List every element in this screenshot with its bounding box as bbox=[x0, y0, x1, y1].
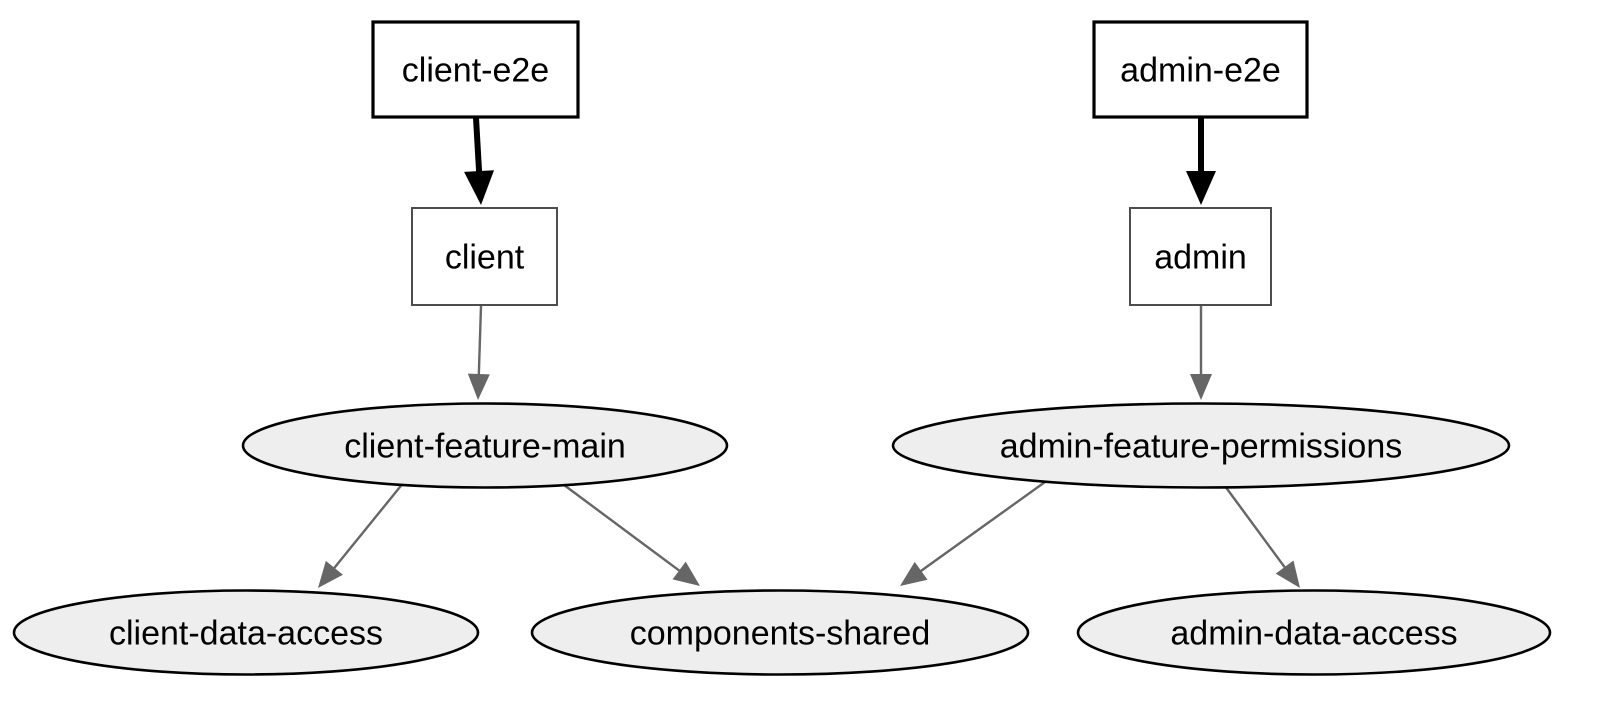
node-components-shared-ellipse bbox=[530, 589, 1030, 676]
edge-admin-to-admin-feature-permissions[interactable] bbox=[1190, 306, 1212, 400]
node-client-rect bbox=[411, 207, 558, 306]
node-client-feature-main-ellipse bbox=[241, 402, 729, 489]
node-admin-rect bbox=[1129, 207, 1272, 306]
edge-admin-feature-permissions-to-components-shared[interactable] bbox=[900, 481, 1046, 586]
edge-client-e2e-to-client-arrowhead-icon bbox=[464, 170, 495, 205]
node-admin-data-access-ellipse bbox=[1076, 589, 1552, 676]
edge-admin-feature-permissions-to-components-shared-line bbox=[918, 481, 1046, 573]
node-client-feature-main[interactable]: client-feature-main bbox=[241, 402, 729, 489]
edge-admin-e2e-to-admin[interactable] bbox=[1186, 118, 1216, 205]
node-admin-e2e-rect bbox=[1092, 20, 1309, 119]
nodes-layer: client-e2e client admin-e2e admin client-fea… bbox=[12, 20, 1552, 676]
edge-client-feature-main-to-components-shared-arrowhead-icon bbox=[672, 561, 700, 586]
node-admin-data-access[interactable]: admin-data-access bbox=[1076, 589, 1552, 676]
edge-client-e2e-to-client[interactable] bbox=[464, 117, 495, 205]
node-components-shared[interactable]: components-shared bbox=[530, 589, 1030, 676]
edge-client-feature-main-to-client-data-access-line bbox=[332, 481, 405, 571]
node-client[interactable]: client bbox=[411, 207, 558, 306]
edge-client-feature-main-to-client-data-access-arrowhead-icon bbox=[318, 560, 343, 588]
edge-admin-to-admin-feature-permissions-arrowhead-icon bbox=[1190, 374, 1212, 400]
node-client-data-access[interactable]: client-data-access bbox=[12, 589, 480, 676]
edge-admin-feature-permissions-to-admin-data-access[interactable] bbox=[1221, 481, 1300, 588]
edge-client-feature-main-to-components-shared[interactable] bbox=[559, 481, 700, 586]
edge-client-to-client-feature-main[interactable] bbox=[467, 305, 490, 400]
edge-admin-feature-permissions-to-admin-data-access-arrowhead-icon bbox=[1275, 560, 1300, 588]
node-client-data-access-ellipse bbox=[12, 589, 480, 676]
edge-admin-feature-permissions-to-components-shared-arrowhead-icon bbox=[900, 561, 928, 586]
edges-layer bbox=[318, 117, 1300, 588]
node-admin-e2e[interactable]: admin-e2e bbox=[1092, 20, 1309, 119]
node-client-e2e[interactable]: client-e2e bbox=[371, 20, 580, 119]
node-admin[interactable]: admin bbox=[1129, 207, 1272, 306]
edge-client-to-client-feature-main-arrowhead-icon bbox=[467, 373, 490, 400]
edge-client-to-client-feature-main-line bbox=[477, 305, 483, 377]
edge-admin-feature-permissions-to-admin-data-access-line bbox=[1221, 481, 1287, 570]
edge-admin-e2e-to-admin-arrowhead-icon bbox=[1186, 171, 1216, 205]
edge-client-feature-main-to-client-data-access[interactable] bbox=[318, 481, 405, 588]
edge-client-feature-main-to-components-shared-line bbox=[559, 481, 682, 573]
node-admin-feature-permissions-ellipse bbox=[891, 402, 1511, 489]
edge-client-e2e-to-client-line bbox=[473, 117, 483, 174]
node-client-e2e-rect bbox=[371, 20, 580, 119]
node-admin-feature-permissions[interactable]: admin-feature-permissions bbox=[891, 402, 1511, 489]
